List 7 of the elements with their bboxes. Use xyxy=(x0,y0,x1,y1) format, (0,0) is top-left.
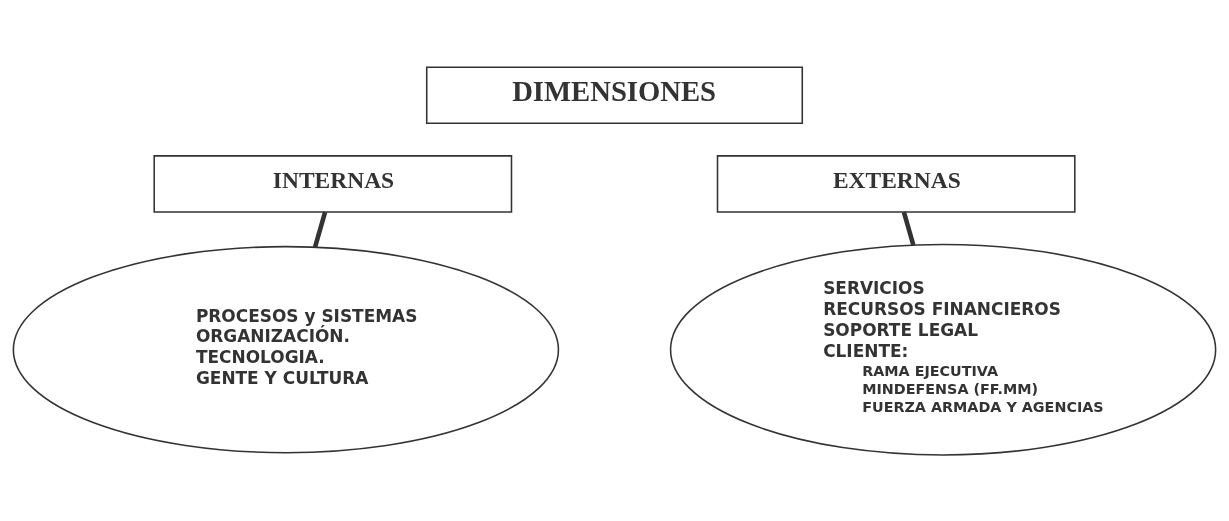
node-ellipse: PROCESOS y SISTEMAS ORGANIZACIÓN. TECNOLOGIA. GENTE Y CULTURA xyxy=(12,245,560,453)
node-box: DIMENSIONES xyxy=(425,65,804,124)
node-ellipse: SERVICIOS RECURSOS FINANCIEROS SOPORTE LEGAL CLIENTE: RAMA EJECUTIVA MINDEFENSA (FF.MM) FUERZA ARMADA Y AGENCIAS xyxy=(669,243,1217,456)
connector xyxy=(312,211,328,248)
node-box: INTERNAS xyxy=(153,154,513,213)
node-box: EXTERNAS xyxy=(716,154,1076,213)
connector xyxy=(901,211,916,246)
